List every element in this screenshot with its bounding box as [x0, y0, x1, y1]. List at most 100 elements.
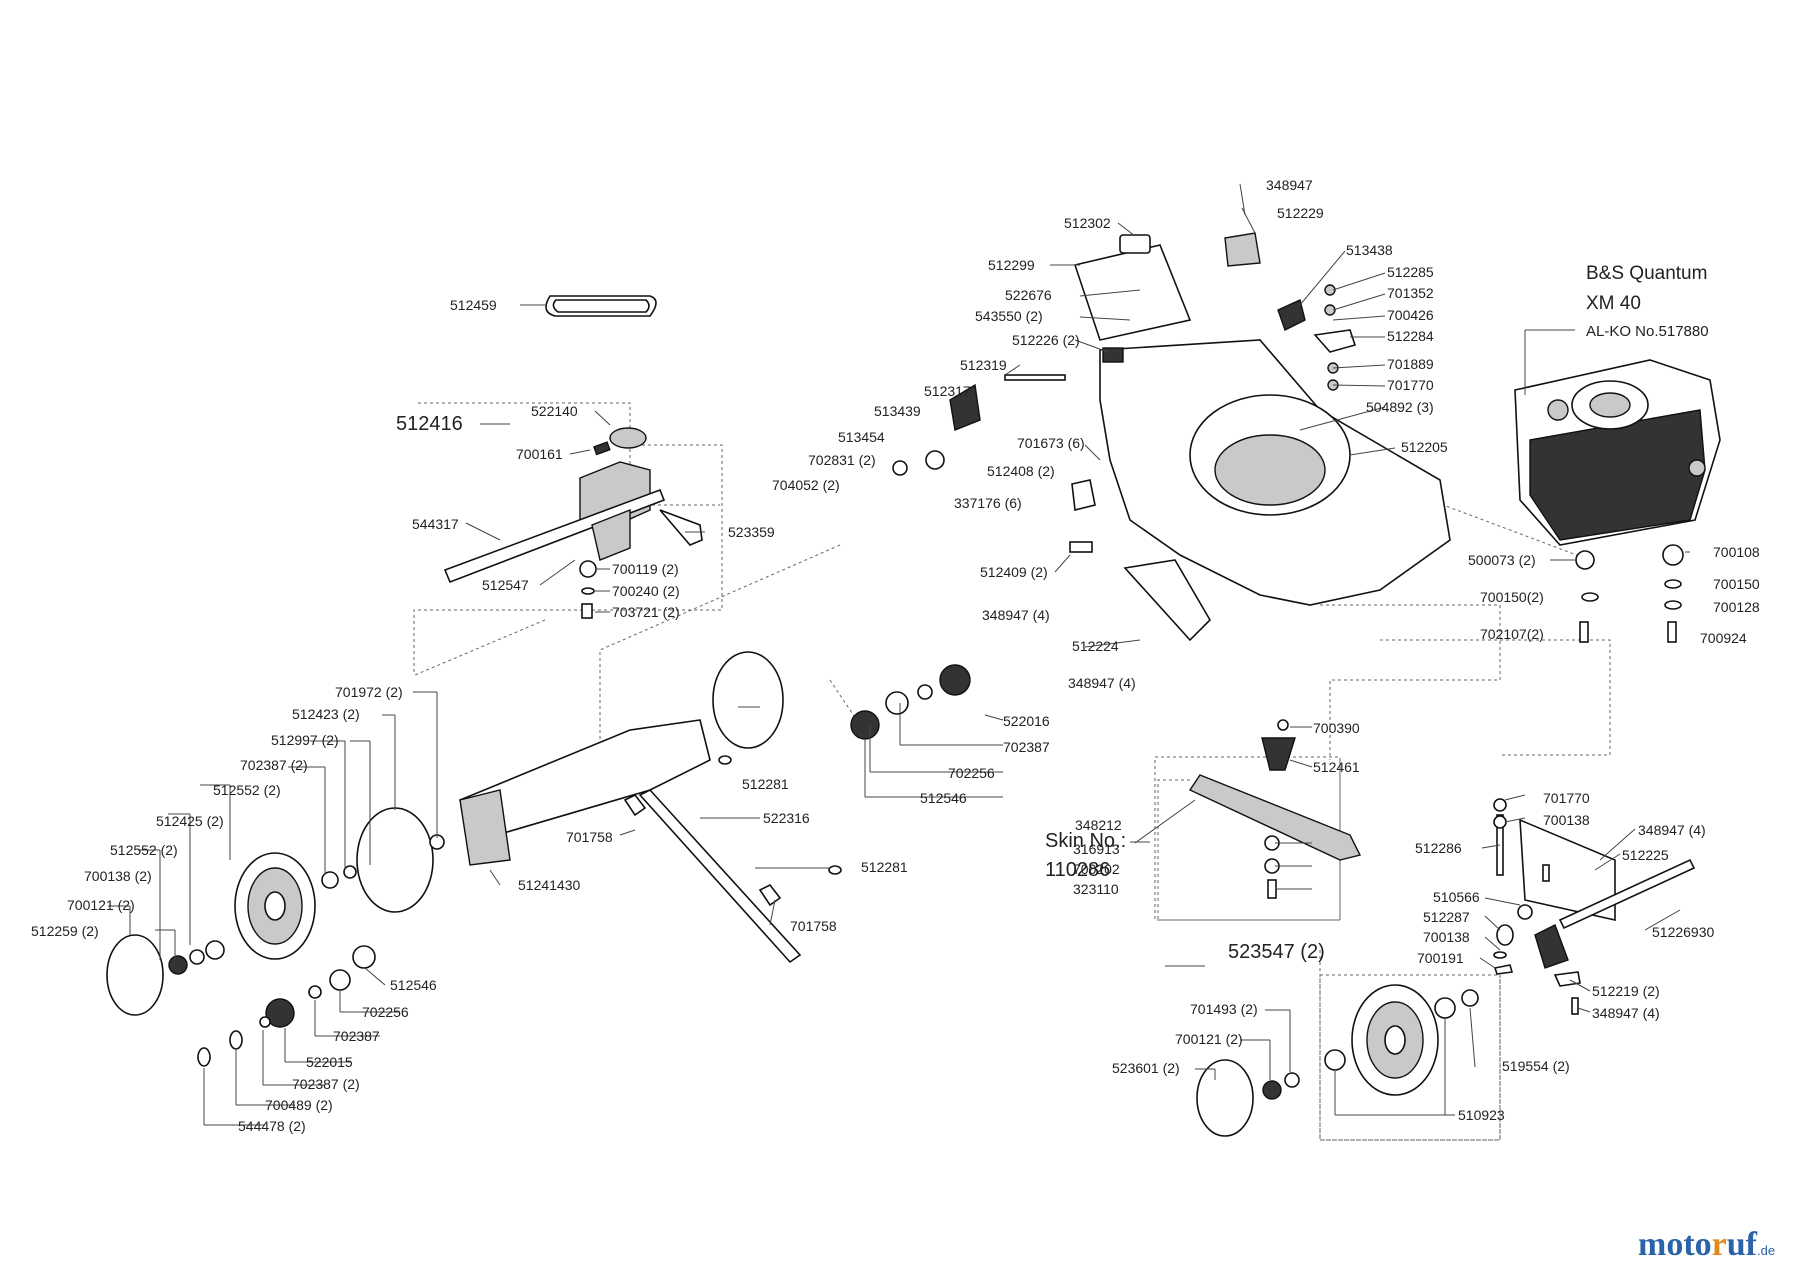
part-label: 701352 [1387, 285, 1434, 301]
front-axle-assembly [1493, 798, 1696, 1015]
watermark-logo: motoruf.de [1638, 1226, 1775, 1264]
part-label: 348947 [1266, 177, 1313, 193]
clamp [1277, 299, 1306, 331]
part-label: 702831 (2) [808, 452, 876, 468]
part-label: 512226 (2) [1012, 332, 1080, 348]
part-label: 701972 (2) [335, 684, 403, 700]
watermark-part3: uf [1726, 1226, 1757, 1263]
part-label: 522316 [763, 810, 810, 826]
part-label: 512552 (2) [213, 782, 281, 798]
part-label: 700138 (2) [84, 868, 152, 884]
part-label: 512284 [1387, 328, 1434, 344]
wheel-disc [356, 807, 434, 913]
part-label: 512229 [1277, 205, 1324, 221]
watermark-part1: moto [1638, 1226, 1712, 1263]
gearbox-assembly [443, 295, 703, 619]
part-label: 512281 [742, 776, 789, 792]
bracket [1071, 479, 1096, 511]
gearbox-plate [591, 508, 631, 561]
mulch-plate [1123, 559, 1212, 642]
part-label: 700161 [516, 446, 563, 462]
part-label: 512302 [1064, 215, 1111, 231]
part-label: 522140 [531, 403, 578, 419]
grass-flap [1073, 244, 1192, 341]
part-label: 512408 (2) [987, 463, 1055, 479]
gear [265, 998, 295, 1028]
part-label: 700924 [1700, 630, 1747, 646]
spring-rod [1004, 374, 1066, 381]
front-axle [1558, 858, 1696, 930]
part-label: 512285 [1387, 264, 1434, 280]
knob [1313, 329, 1357, 353]
drive-shaft [443, 488, 666, 584]
part-label: 701673 (6) [1017, 435, 1085, 451]
part-label: 512286 [1415, 840, 1462, 856]
knife-group-label-line2: 110286 [1045, 859, 1110, 881]
part-label: 543550 (2) [975, 308, 1043, 324]
rear-wheel [106, 807, 445, 1067]
part-label: 700121 (2) [1175, 1031, 1243, 1047]
dashed-assembly-lines [413, 402, 1611, 1141]
part-label: 512319 [960, 357, 1007, 373]
part-label: 316913 [1073, 841, 1120, 857]
engine-label-line3: AL-KO No.517880 [1586, 323, 1709, 340]
part-label: 700150(2) [1480, 589, 1544, 605]
part-label: 701758 [790, 918, 837, 934]
part-label: 337176 (6) [954, 495, 1022, 511]
part-label: 513438 [1346, 242, 1393, 258]
part-label: 512224 [1072, 638, 1119, 654]
part-label: 700138 [1423, 929, 1470, 945]
part-label: 512997 (2) [271, 732, 339, 748]
part-label: 348947 (4) [1068, 675, 1136, 691]
axle-rod [638, 789, 802, 964]
engine-label-line1: B&S Quantum [1586, 263, 1707, 284]
part-label: 703721 (2) [612, 604, 680, 620]
part-label: 512552 (2) [110, 842, 178, 858]
part-label: 704052 (2) [772, 477, 840, 493]
group-labels: 512416 Skin No.: 110286 523547 (2) B&S Q… [396, 263, 1709, 963]
part-label: 522016 [1003, 713, 1050, 729]
part-label: 522015 [306, 1054, 353, 1070]
front-wheel-group-label: 523547 (2) [1228, 941, 1325, 963]
part-label: 348947 (4) [1592, 1005, 1660, 1021]
part-label: 512425 (2) [156, 813, 224, 829]
blade-adapter [1261, 737, 1296, 771]
part-label: 510566 [1433, 889, 1480, 905]
part-label: 701770 [1543, 790, 1590, 806]
part-label: 701889 [1387, 356, 1434, 372]
part-label: 512281 [861, 859, 908, 875]
clip [1102, 347, 1124, 363]
front-wheel [1196, 974, 1501, 1141]
part-label: 700426 [1387, 307, 1434, 323]
part-label: 702256 [362, 1004, 409, 1020]
plate [1224, 232, 1261, 267]
part-label: 702256 [948, 765, 995, 781]
axle-disc [712, 651, 784, 749]
part-label: 702107(2) [1480, 626, 1544, 642]
part-label: 512225 [1622, 847, 1669, 863]
part-label: 512461 [1313, 759, 1360, 775]
bracket-plate [1069, 541, 1093, 553]
part-label: 510923 [1458, 1107, 1505, 1123]
front-cover [1519, 818, 1616, 921]
knife-assembly [1154, 719, 1362, 921]
lever [659, 509, 703, 546]
part-label: 700150 [1713, 576, 1760, 592]
part-label: 512423 (2) [292, 706, 360, 722]
part-label: 700138 [1543, 812, 1590, 828]
part-label: 702387 (2) [240, 757, 308, 773]
part-label: 512546 [390, 977, 437, 993]
part-label: 512459 [450, 297, 497, 313]
part-label: 700119 (2) [612, 561, 679, 577]
part-label: 701758 [566, 829, 613, 845]
part-label: 702387 (2) [292, 1076, 360, 1092]
part-label: 513454 [838, 429, 885, 445]
part-label: 504892 (3) [1366, 399, 1434, 415]
screw [581, 603, 593, 619]
part-label: 348947 (4) [982, 607, 1050, 623]
part-label: 512219 (2) [1592, 983, 1660, 999]
leader-lines [108, 183, 1690, 1126]
part-label: 700108 [1713, 544, 1760, 560]
flap-handle [1119, 234, 1151, 254]
